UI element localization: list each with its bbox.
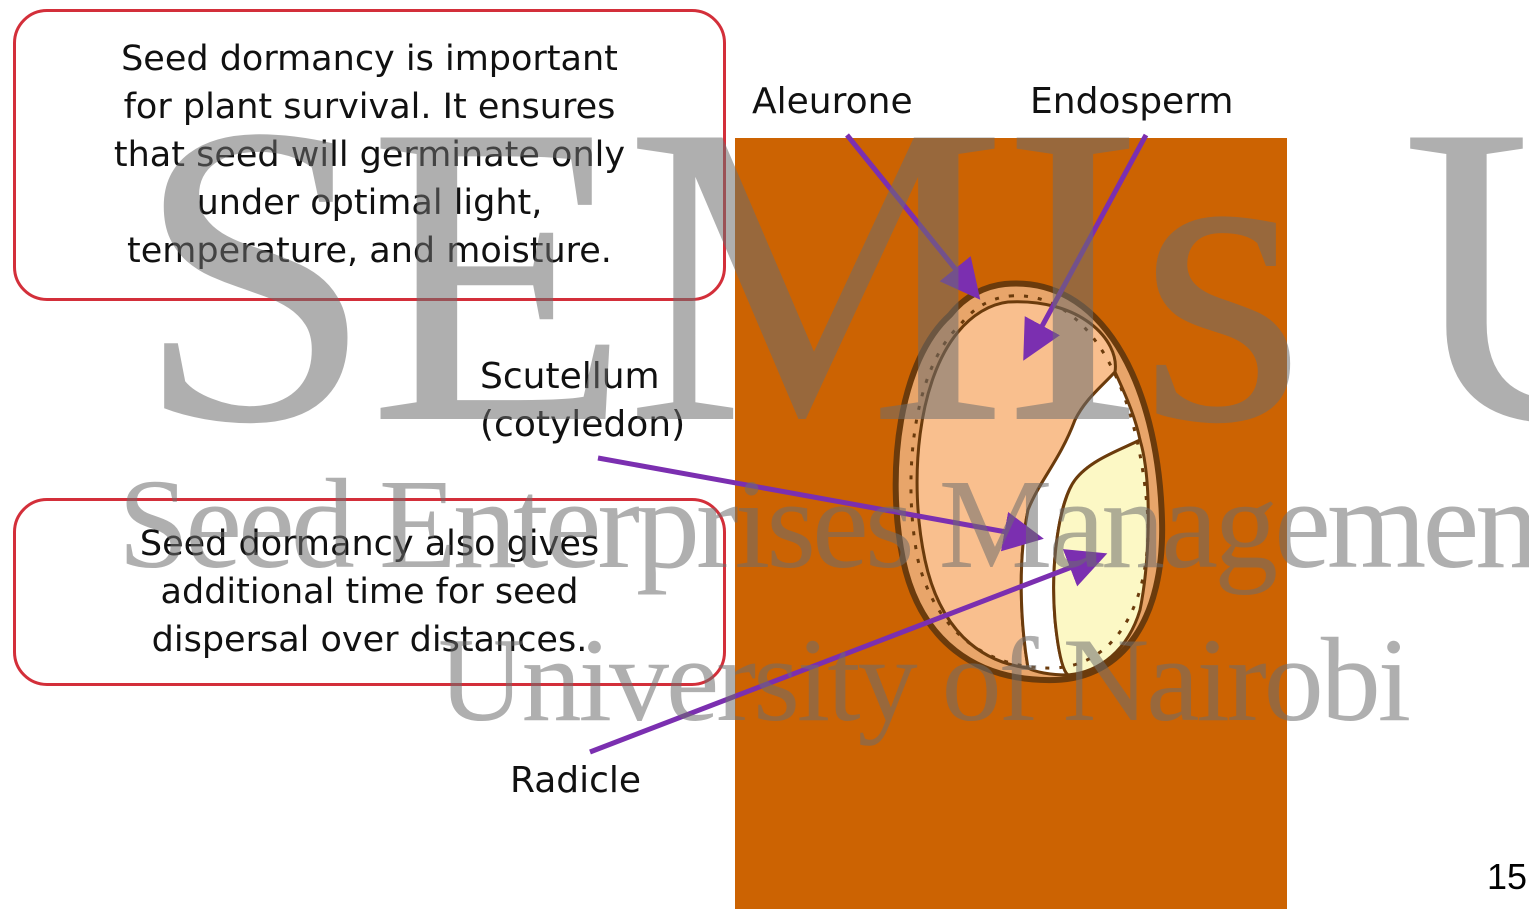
label-endosperm: Endosperm <box>1030 78 1233 126</box>
label-scutellum: Scutellum (cotyledon) <box>480 353 685 449</box>
slide-number: 15 <box>1487 856 1527 898</box>
label-radicle: Radicle <box>510 757 641 805</box>
label-aleurone: Aleurone <box>752 78 913 126</box>
